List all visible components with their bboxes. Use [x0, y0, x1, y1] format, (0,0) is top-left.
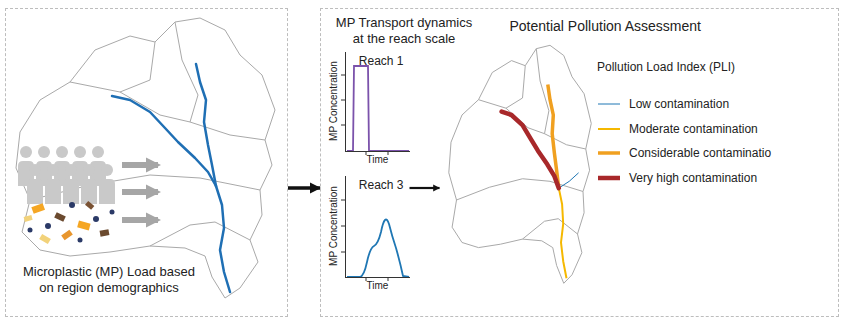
microplastic-pieces	[24, 201, 115, 244]
load-arrow	[122, 162, 158, 168]
panel-caption: Microplastic (MP) Load based on region d…	[18, 264, 200, 295]
watershed-map	[16, 18, 275, 298]
legend-line-sample	[597, 148, 621, 158]
load-arrows	[122, 165, 158, 220]
mp-fragment	[61, 230, 73, 241]
chart-title: Reach 3	[359, 178, 404, 192]
concentration-curve	[347, 66, 409, 151]
mp-bead	[69, 202, 75, 208]
legend-row: Considerable contaminatio	[597, 141, 837, 166]
person-icon	[45, 164, 61, 204]
river	[112, 96, 216, 186]
axis-label: MP Concentration	[328, 61, 340, 141]
load-arrow	[122, 189, 158, 195]
reach-chart: Reach 3MP ConcentrationTime	[345, 176, 410, 278]
axis-label: Time	[367, 154, 389, 166]
mp-fragment	[100, 229, 110, 236]
transport-panel: MP Transport dynamics at the reach scale…	[320, 8, 839, 317]
river-very-high	[502, 112, 559, 189]
flow-arrow	[410, 187, 440, 189]
basin-outline	[16, 18, 275, 298]
river-moderate	[559, 188, 567, 278]
person-icon	[99, 164, 115, 204]
axis-label: Time	[367, 280, 389, 292]
section-title: Potential Pollution Assessment	[510, 18, 701, 35]
legend-label: Very high contamination	[629, 171, 757, 185]
basin-outline	[449, 45, 591, 283]
river-network	[112, 64, 230, 292]
axis-label: MP Concentration	[328, 186, 340, 266]
person-icon	[81, 164, 97, 204]
legend-row: Low contamination	[597, 92, 837, 117]
legend-line-sample	[597, 124, 621, 134]
subbasin-divides	[30, 22, 265, 246]
reach-chart: Reach 1MP ConcentrationTime	[345, 52, 410, 152]
legend-line-sample	[597, 173, 621, 183]
flow-arrow	[288, 186, 320, 190]
load-arrow	[122, 217, 158, 223]
population-icons	[18, 146, 115, 204]
mp-fragment	[77, 221, 90, 231]
person-icon	[63, 164, 79, 204]
load-panel: Microplastic (MP) Load based on region d…	[5, 8, 288, 317]
mp-bead	[78, 238, 83, 243]
person-icon	[27, 164, 43, 204]
chart-title: Reach 1	[359, 54, 404, 68]
assessment-map	[449, 45, 591, 283]
panel-title: MP Transport dynamics at the reach scale	[329, 15, 479, 46]
assessment-region: Potential Pollution Assessment	[440, 12, 836, 312]
mp-fragment	[39, 234, 51, 244]
river-low	[559, 173, 579, 188]
mp-bead	[93, 216, 99, 222]
legend-title: Pollution Load Index (PLI)	[597, 60, 837, 74]
mp-fragment	[24, 215, 33, 222]
legend-label: Moderate contamination	[629, 122, 758, 136]
river	[196, 64, 216, 186]
legend-label: Low contamination	[629, 97, 729, 111]
mp-fragment	[54, 212, 66, 222]
subbasin-divides	[457, 49, 586, 239]
mp-fragment	[31, 203, 45, 214]
concentration-curve	[347, 220, 409, 278]
mp-bead	[28, 228, 33, 233]
mp-bead	[45, 223, 51, 229]
legend-row: Moderate contamination	[597, 117, 837, 142]
legend-line-sample	[597, 99, 621, 109]
river	[216, 186, 230, 292]
legend: Pollution Load Index (PLI) Low contaminat…	[597, 60, 837, 190]
mp-bead	[110, 210, 115, 215]
legend-row: Very high contamination	[597, 166, 837, 191]
legend-label: Considerable contaminatio	[629, 146, 771, 160]
mp-fragment	[85, 201, 94, 210]
